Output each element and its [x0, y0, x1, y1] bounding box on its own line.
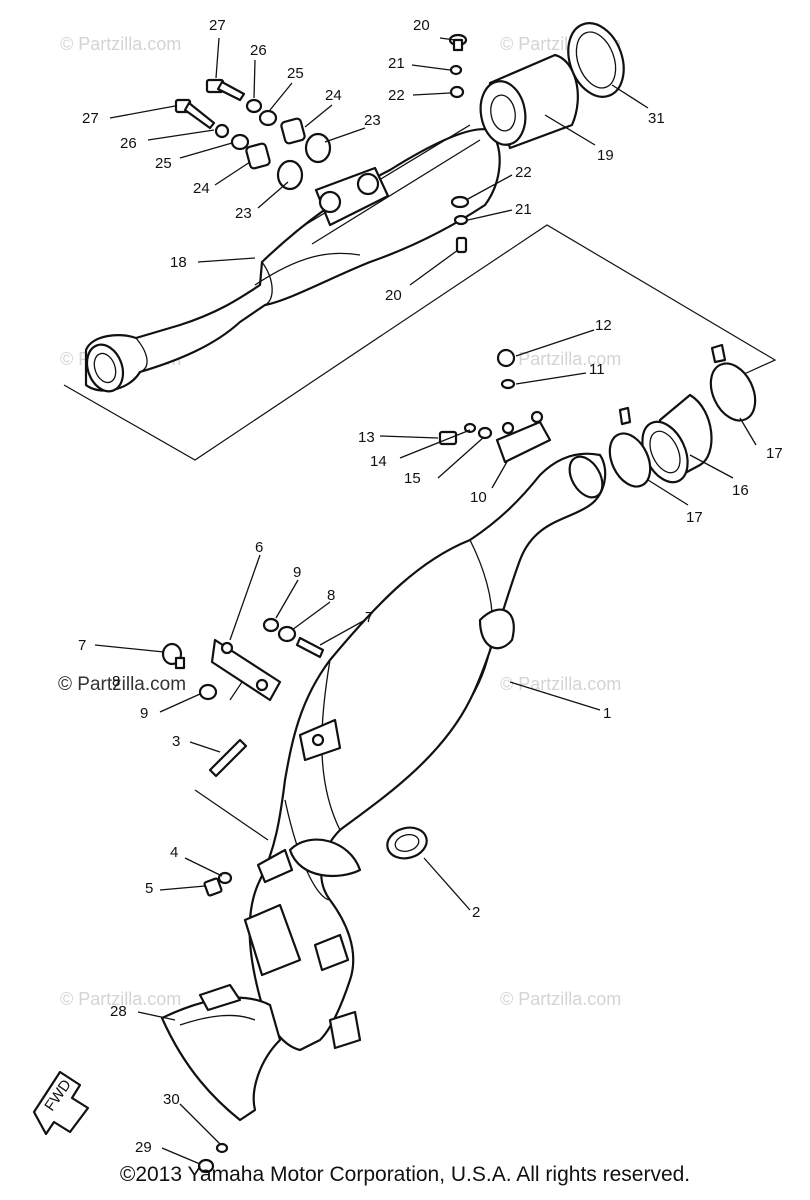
callout-17: 17: [686, 509, 703, 526]
callout-27: 27: [209, 17, 226, 34]
callout-3: 3: [172, 733, 180, 750]
callout-21: 21: [515, 201, 532, 218]
callout-15: 15: [404, 470, 421, 487]
callout-29: 29: [135, 1139, 152, 1156]
watermark-strong: © Partzilla.com: [58, 674, 186, 695]
callout-16: 16: [732, 482, 749, 499]
bracket-hardware: [161, 617, 325, 897]
callout-23: 23: [364, 112, 381, 129]
callout-25: 25: [155, 155, 172, 172]
callout-numbers: 27 26 25 24 23 27 26 25 24 23 18 20 21 2…: [78, 17, 783, 1156]
callout-13: 13: [358, 429, 375, 446]
watermark: © Partzilla.com: [500, 989, 621, 1009]
watermark: © Partzilla.com: [500, 349, 621, 369]
callout-20: 20: [413, 17, 430, 34]
callout-8: 8: [112, 673, 120, 690]
callout-24: 24: [325, 87, 342, 104]
copyright-notice: ©2013 Yamaha Motor Corporation, U.S.A. A…: [119, 1163, 691, 1186]
fwd-arrow: FWD: [32, 1070, 90, 1136]
muffler: [84, 124, 501, 393]
muffler-end-cap: [479, 22, 625, 150]
callout-27: 27: [82, 110, 99, 127]
callout-9: 9: [293, 564, 301, 581]
callout-10: 10: [470, 489, 487, 506]
callout-2: 2: [472, 904, 480, 921]
callout-31: 31: [648, 110, 665, 127]
callout-26: 26: [120, 135, 137, 152]
callout-4: 4: [170, 844, 178, 861]
callout-7: 7: [365, 609, 373, 626]
expansion-chamber: [243, 452, 607, 1052]
callout-17: 17: [766, 445, 783, 462]
callout-24: 24: [193, 180, 210, 197]
heat-guard: [160, 983, 282, 1174]
muffler-hardware: [174, 33, 470, 254]
callout-23: 23: [235, 205, 252, 222]
callout-20: 20: [385, 287, 402, 304]
watermark: © Partzilla.com: [60, 989, 181, 1009]
joint-and-clamps: [438, 343, 757, 488]
callout-28: 28: [110, 1003, 127, 1020]
callout-6: 6: [255, 539, 263, 556]
callout-25: 25: [287, 65, 304, 82]
callout-9: 9: [140, 705, 148, 722]
callout-21: 21: [388, 55, 405, 72]
callout-1: 1: [603, 705, 611, 722]
callout-11: 11: [589, 361, 605, 378]
callout-30: 30: [163, 1091, 180, 1108]
callout-14: 14: [370, 453, 387, 470]
callout-26: 26: [250, 42, 267, 59]
callout-12: 12: [595, 317, 612, 334]
callout-8: 8: [327, 587, 335, 604]
callout-22: 22: [515, 164, 532, 181]
gasket: [386, 826, 428, 860]
callout-5: 5: [145, 880, 153, 897]
callout-7: 7: [78, 637, 86, 654]
callout-22: 22: [388, 87, 405, 104]
callout-19: 19: [597, 147, 614, 164]
leader-lines: [94, 37, 757, 1165]
callout-18: 18: [170, 254, 187, 271]
watermark: © Partzilla.com: [60, 34, 181, 54]
